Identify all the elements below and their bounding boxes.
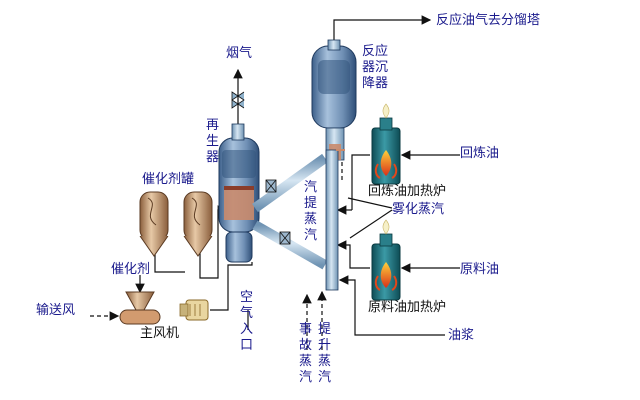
- label-feed-oil-furnace: 原料油加热炉: [368, 300, 447, 315]
- label-reactor-settler: 反应器沉降器: [362, 44, 389, 91]
- label-catalyst-tank: 催化剂罐: [142, 172, 195, 187]
- label-stripping-steam: 汽提蒸汽: [304, 180, 318, 243]
- slide-valve-lower: [279, 231, 291, 245]
- label-regenerator: 再生器: [206, 118, 220, 165]
- label-lift-steam: 提升蒸汽: [318, 322, 332, 385]
- reactor-settler-vessel: [311, 39, 357, 161]
- label-atomizing-steam: 雾化蒸汽: [392, 202, 445, 217]
- process-lines: [90, 15, 460, 350]
- atomizing-pointer-2: [349, 209, 393, 239]
- label-catalyst: 催化剂: [111, 262, 151, 277]
- slide-valve-upper: [265, 179, 277, 193]
- feed-oil-to-riser: [336, 240, 370, 269]
- tank1-outlet: [154, 252, 185, 273]
- label-air-inlet: 空气入口: [240, 290, 254, 353]
- recycle-oil-furnace-unit: [371, 103, 401, 185]
- label-slurry: 油浆: [448, 328, 475, 343]
- catalyst-hopper: [119, 291, 161, 325]
- feed-oil-furnace-unit: [371, 219, 401, 301]
- riser-pipe: [325, 149, 339, 291]
- label-recycle-oil-furnace: 回炼油加热炉: [368, 184, 447, 199]
- label-recycle-oil: 回炼油: [460, 146, 500, 161]
- slurry-line: [338, 275, 445, 336]
- main-blower-unit: [179, 299, 209, 321]
- vapor-line: [333, 15, 432, 45]
- label-flue-gas: 烟气: [226, 46, 253, 61]
- catalyst-tank-2: [183, 191, 213, 257]
- recycle-oil-to-riser: [351, 154, 370, 210]
- label-feed-oil: 原料油: [460, 262, 500, 277]
- air-main-line: [210, 262, 253, 311]
- atomizing-pointer-1: [347, 197, 393, 209]
- label-emergency-steam: 事故蒸汽: [299, 322, 313, 385]
- label-conveying-air: 输送风: [36, 303, 76, 318]
- regen-catalyst-pipe: [252, 220, 328, 270]
- catalyst-tank-1: [139, 191, 169, 257]
- label-main-blower: 主风机: [140, 326, 180, 341]
- regenerator-vessel: [218, 91, 260, 263]
- label-fractionator: 反应油气去分馏塔: [436, 13, 541, 28]
- spent-catalyst-pipe: [252, 153, 328, 213]
